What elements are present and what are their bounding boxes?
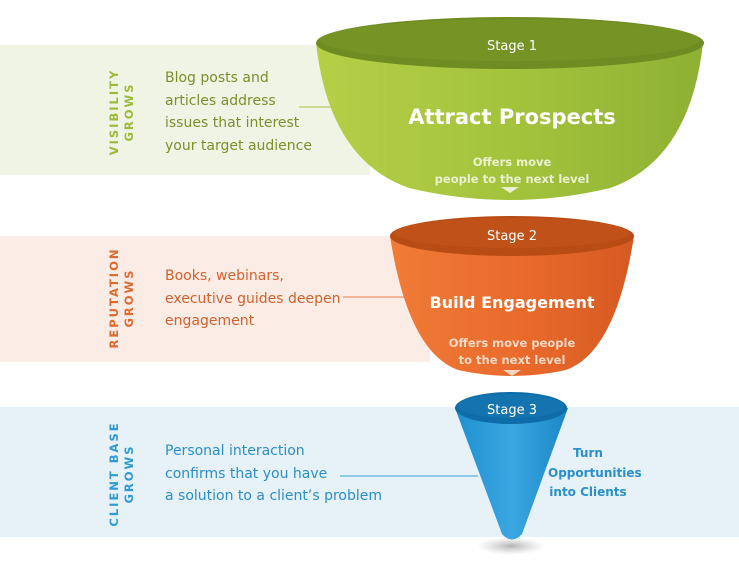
description-line: Personal interaction xyxy=(165,443,305,459)
stage-1-funnel xyxy=(316,17,704,200)
description-line: executive guides deepen xyxy=(165,290,341,307)
stage-1-band xyxy=(0,45,370,175)
stage-2-label: Stage 2 xyxy=(487,229,537,244)
stage-3-funnel xyxy=(455,392,568,540)
stage-1-title: Attract Prospects xyxy=(408,105,616,129)
stage-2-description: Books, webinars, executive guides deepen… xyxy=(165,265,341,333)
stage-3-label: Stage 3 xyxy=(487,403,537,418)
stage-1-label: Stage 1 xyxy=(487,39,537,54)
description-line: Books, webinars, xyxy=(165,268,284,284)
description-line: engagement xyxy=(165,313,255,329)
funnel-shadow xyxy=(477,537,545,555)
description-line: issues that interest xyxy=(165,115,300,131)
stage-2-title: Build Engagement xyxy=(429,293,594,312)
stage-2-band xyxy=(0,236,430,362)
description-line: your target audience xyxy=(165,137,312,154)
description-line: confirms that you have xyxy=(165,465,328,482)
stage-3-band xyxy=(0,407,739,537)
description-line: a solution to a client’s problem xyxy=(165,488,383,504)
stage-2-offer-line: Offers move people xyxy=(449,336,576,350)
stage-2-funnel xyxy=(390,216,634,376)
outcome-line: Turn xyxy=(573,446,603,460)
description-line: articles address xyxy=(165,92,276,109)
outcome-line: into Clients xyxy=(549,485,627,499)
stage-1-offer-line: Offers move xyxy=(473,155,552,169)
stage-1-description: Blog posts and articles address issues t… xyxy=(165,67,312,157)
outcome-line: Opportunities xyxy=(548,465,642,480)
turn-opportunities-label: Turn Opportunities into Clients xyxy=(548,444,642,503)
description-line: Blog posts and xyxy=(165,70,269,86)
stage-3-description: Personal interaction confirms that you h… xyxy=(165,440,382,508)
stage-1-offer-line: people to the next level xyxy=(435,172,590,186)
stage-2-offer-line: to the next level xyxy=(459,353,566,367)
